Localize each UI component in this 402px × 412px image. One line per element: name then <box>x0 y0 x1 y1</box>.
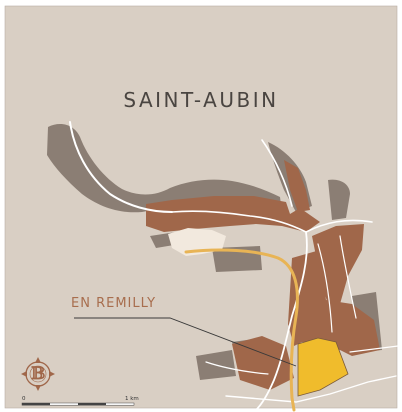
compass-rose-icon <box>21 357 55 391</box>
vineyard-east-strip <box>328 179 350 220</box>
vineyard-east-ridge <box>312 224 364 310</box>
map-title: SAINT-AUBIN <box>123 88 279 112</box>
vineyard-north-spur <box>284 160 310 212</box>
logo-b-icon: 𝔹 <box>31 364 46 384</box>
main-road <box>184 248 299 412</box>
callout-line <box>74 317 297 367</box>
scale-bar <box>21 402 135 406</box>
roads <box>69 121 399 411</box>
en-remilly-parcel <box>297 337 349 397</box>
scale-start-label: 0 <box>22 396 26 402</box>
vineyard-south-west-c <box>232 336 294 390</box>
callout-label: EN REMILLY <box>71 296 157 311</box>
premier-cru-vineyards <box>146 160 380 390</box>
scale-end-label: 1 km <box>125 396 139 402</box>
vineyard-south-main <box>288 250 380 356</box>
